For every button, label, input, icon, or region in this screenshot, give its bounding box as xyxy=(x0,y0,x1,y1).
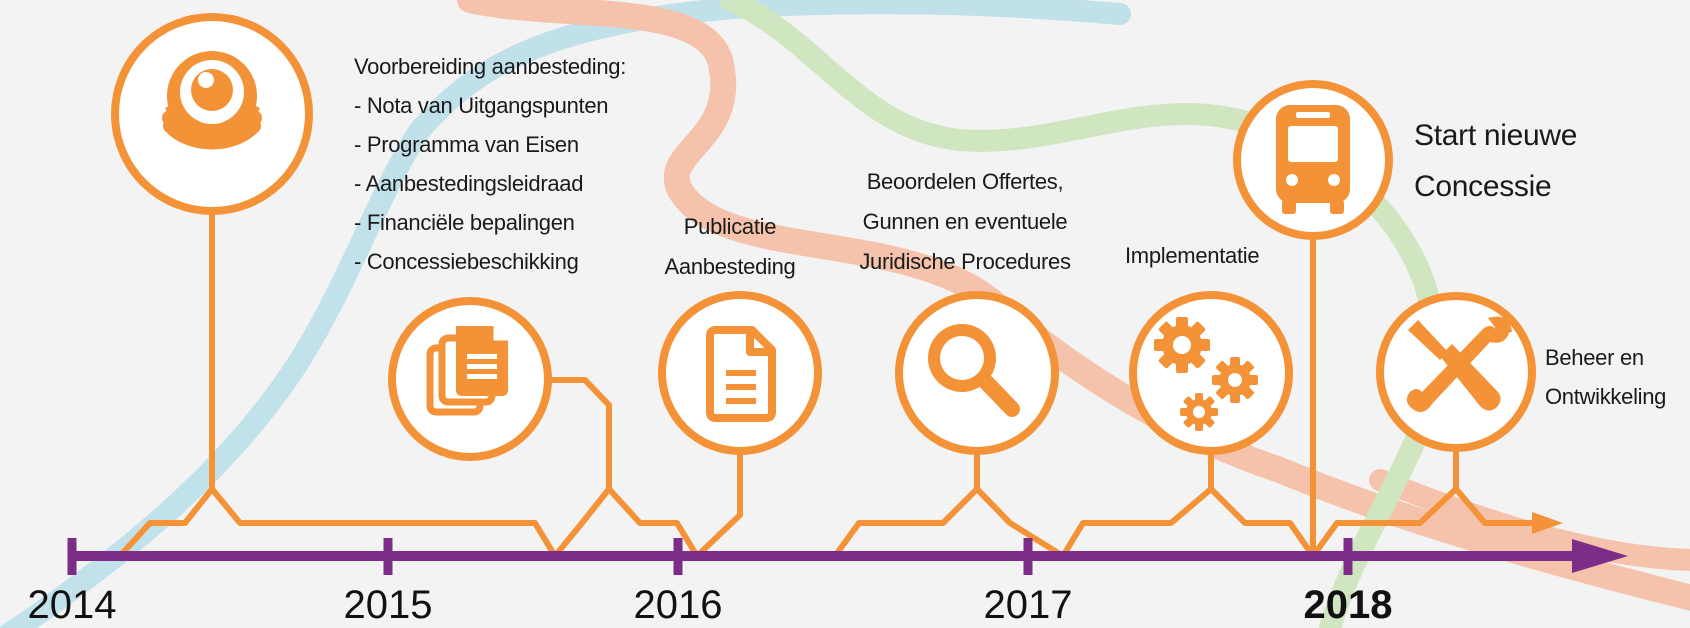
bg-ribbon-blue xyxy=(0,0,1131,628)
preparation-label: Voorbereiding aanbesteding: - Nota van U… xyxy=(354,47,626,281)
documents-icon xyxy=(426,326,508,416)
preparation-title: Voorbereiding aanbesteding: xyxy=(354,54,627,79)
preparation-item: - Programma van Eisen xyxy=(354,132,579,157)
document-icon xyxy=(706,326,776,422)
assessment-line: Beoordelen Offertes, xyxy=(866,169,1064,194)
bg-ribbon-salmon xyxy=(457,0,1690,611)
preparation-item: - Concessiebeschikking xyxy=(354,249,579,274)
year-2015: 2015 xyxy=(343,583,433,627)
year-ticks xyxy=(67,538,1353,575)
gears-icon xyxy=(1154,317,1258,431)
management-node xyxy=(1376,292,1536,452)
timeline-connector xyxy=(117,448,1541,559)
assessment-label: Beoordelen Offertes, Gunnen en eventuele… xyxy=(845,162,1085,282)
assessment-node xyxy=(895,291,1059,455)
start-line: Start nieuwe xyxy=(1414,119,1578,152)
publication-line: Publicatie xyxy=(683,214,777,239)
implementation-node xyxy=(1129,291,1293,455)
magnifier-icon xyxy=(928,324,1020,417)
stem-documents xyxy=(551,377,612,489)
start-line: Concessie xyxy=(1414,170,1552,203)
connector-arrowhead xyxy=(1532,512,1563,534)
document-node xyxy=(658,291,822,455)
year-2017: 2017 xyxy=(983,583,1073,627)
assessment-line: Gunnen en eventuele xyxy=(862,209,1068,234)
documents-node xyxy=(388,297,552,461)
publication-label: Publicatie Aanbesteding xyxy=(650,207,810,287)
time-axis-arrowhead xyxy=(1572,539,1628,573)
publication-line: Aanbesteding xyxy=(664,254,796,279)
management-line: Ontwikkeling xyxy=(1545,384,1667,409)
bg-ribbon-salmon-2 xyxy=(1369,469,1690,571)
management-line: Beheer en xyxy=(1545,345,1644,370)
year-2014: 2014 xyxy=(27,583,117,627)
bus-icon xyxy=(1276,105,1350,214)
eye-icon xyxy=(162,51,262,150)
preparation-item: - Nota van Uitgangspunten xyxy=(354,93,609,118)
management-label: Beheer en Ontwikkeling xyxy=(1545,338,1666,416)
year-2016: 2016 xyxy=(633,583,723,627)
assessment-line: Juridische Procedures xyxy=(859,249,1071,274)
start-node xyxy=(1233,80,1393,240)
eye-node xyxy=(111,13,313,215)
start-label: Start nieuwe Concessie xyxy=(1414,110,1577,212)
year-2018: 2018 xyxy=(1303,583,1393,627)
preparation-item: - Aanbestedingsleidraad xyxy=(354,171,584,196)
preparation-item: - Financiële bepalingen xyxy=(354,210,575,235)
tools-icon xyxy=(1406,316,1512,412)
implementation-label: Implementatie xyxy=(1125,243,1260,268)
